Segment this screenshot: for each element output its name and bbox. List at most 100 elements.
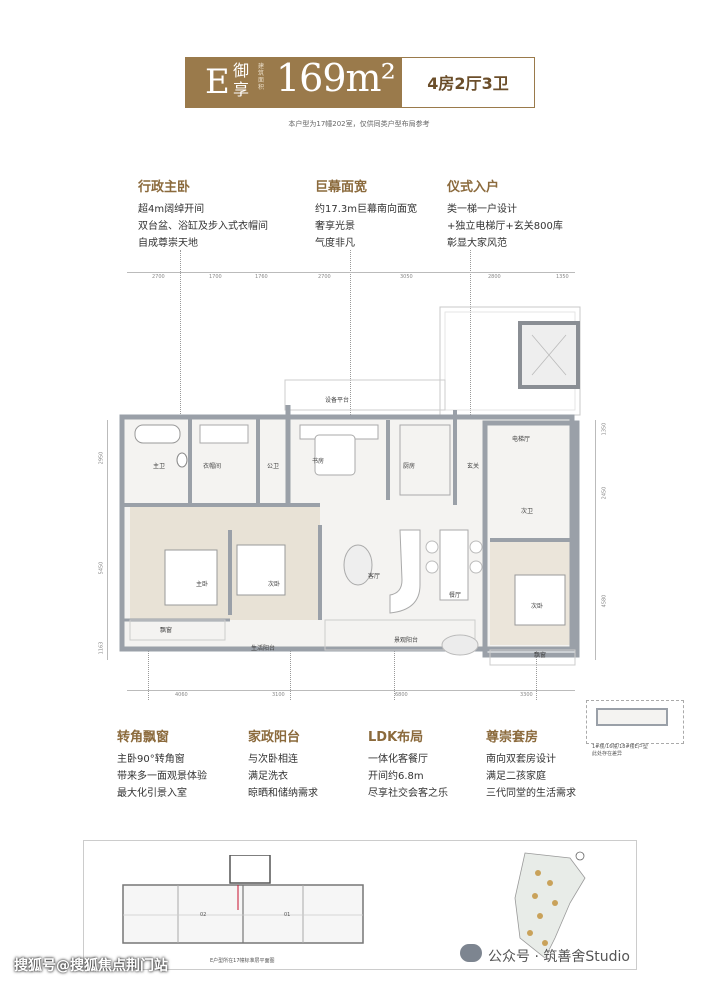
room-service-balcony: 生活阳台 <box>251 645 276 652</box>
leader-line <box>394 625 395 700</box>
feature-line: 开间约6.8m <box>368 771 424 782</box>
feature-line: 满足洗衣 <box>248 771 288 782</box>
feature-suite: 尊崇套房 南向双套房设计 满足二孩家庭 三代同堂的生活需求 <box>486 726 576 802</box>
feature-line: 南向双套房设计 <box>486 754 556 765</box>
room-bay1: 飘窗 <box>160 627 173 634</box>
room-master: 主卧 <box>196 581 209 588</box>
feature-line: 最大化引景入室 <box>117 788 187 799</box>
room-study: 书房 <box>312 458 325 465</box>
feature-line: 自成尊崇天地 <box>138 238 198 249</box>
feature-bay-window: 转角飘窗 主卧90°转角窗 带来多一面观景体验 最大化引景入室 <box>117 726 207 802</box>
room-master-bath: 主卫 <box>153 463 166 470</box>
room-living: 客厅 <box>368 573 381 580</box>
dim-top: 2700 <box>318 274 331 280</box>
dim-right: 2450 <box>601 486 608 500</box>
feature-line: 与次卧相连 <box>248 754 298 765</box>
unit-type-letter: E <box>205 62 230 102</box>
feature-title: 转角飘窗 <box>117 730 170 745</box>
inset-drawing <box>596 708 668 726</box>
feature-master-bedroom: 行政主卧 超4m阔绰开间 双台盆、浴缸及步入式衣帽间 自成尊崇天地 <box>138 176 268 252</box>
wechat-icon <box>460 944 482 962</box>
dim-top: 1700 <box>209 274 222 280</box>
leader-line <box>470 250 471 415</box>
feature-line: 双台盆、浴缸及步入式衣帽间 <box>138 221 268 232</box>
feature-title: 巨幕面宽 <box>315 180 368 195</box>
key-plan-drawing <box>122 855 364 944</box>
leader-line <box>180 250 181 540</box>
dim-bottom: 3100 <box>272 692 285 698</box>
room-hall: 玄关 <box>467 463 480 470</box>
feature-title: 尊崇套房 <box>486 730 539 745</box>
room-balcony: 景观阳台 <box>394 637 419 644</box>
feature-line: 带来多一面观景体验 <box>117 771 207 782</box>
unit-area: 169m² <box>276 56 396 100</box>
feature-title: 行政主卧 <box>138 180 191 195</box>
feature-line: 满足二孩家庭 <box>486 771 546 782</box>
site-map <box>514 851 586 959</box>
feature-title: 家政阳台 <box>248 730 301 745</box>
dim-bottom: 4060 <box>175 692 188 698</box>
floor-plan <box>119 306 581 666</box>
dim-top: 1760 <box>255 274 268 280</box>
feature-line: +独立电梯厅+玄关800库 <box>447 221 563 232</box>
leader-line <box>290 632 291 700</box>
dim-bottom: 6800 <box>395 692 408 698</box>
room-third: 次卧 <box>531 603 544 610</box>
dimension-line-right <box>595 420 596 660</box>
area-small-label: 建筑面积 <box>258 63 265 91</box>
room-equipment: 设备平台 <box>325 397 350 404</box>
room-kitchen: 厨房 <box>403 463 416 470</box>
key-plan-unit-02: 02 <box>200 912 207 918</box>
room-bay2: 飘窗 <box>534 652 547 659</box>
room-bath3: 次卫 <box>521 508 534 515</box>
dimension-line-left <box>107 420 108 660</box>
inset-detail <box>586 700 684 744</box>
layout-text: 4房2厅3卫 <box>427 74 509 93</box>
dim-top: 3050 <box>400 274 413 280</box>
watermark-left: 搜狐号@搜狐焦点荆门站 <box>14 958 168 974</box>
feature-line: 约17.3m巨幕南向面宽 <box>315 204 418 215</box>
feature-line: 气度非凡 <box>315 238 355 249</box>
layout-box <box>402 57 535 108</box>
feature-line: 主卧90°转角窗 <box>117 754 185 765</box>
feature-line: 类一梯一户设计 <box>447 204 517 215</box>
feature-line: 晾晒和储纳需求 <box>248 788 318 799</box>
feature-line: 超4m阔绰开间 <box>138 204 205 215</box>
header-gold-panel <box>185 57 402 108</box>
dimension-line-top <box>127 272 575 273</box>
watermark-right: 公众号 · 筑善舍Studio <box>488 949 630 965</box>
feature-line: 一体化客餐厅 <box>368 754 428 765</box>
dim-right: 4580 <box>601 594 608 608</box>
feature-line: 三代同堂的生活需求 <box>486 788 576 799</box>
feature-ldk-layout: LDK布局 一体化客餐厅 开间约6.8m 尽享社交会客之乐 <box>368 726 448 802</box>
feature-ceremonial-entry: 仪式入户 类一梯一户设计 +独立电梯厅+玄关800库 彰显大家风范 <box>447 176 563 252</box>
dim-top: 1350 <box>556 274 569 280</box>
room-cloakroom: 衣帽间 <box>203 463 222 470</box>
key-plan-note: E户型所在17幢标准层平面图 <box>210 958 275 964</box>
feature-wide-frontage: 巨幕面宽 约17.3m巨幕南向面宽 奢享光景 气度非凡 <box>315 176 417 252</box>
feature-line: 奢享光景 <box>315 221 355 232</box>
dim-top: 2700 <box>152 274 165 280</box>
unit-type-name: 御享 <box>233 61 250 99</box>
dim-right: 1350 <box>601 422 608 436</box>
room-bath2: 公卫 <box>267 463 280 470</box>
reference-note: 本户型为17幢202室，仅供同类户型布局参考 <box>288 120 430 128</box>
dimension-line-bottom <box>127 690 575 691</box>
dim-bottom: 3300 <box>520 692 533 698</box>
leader-line <box>350 250 351 515</box>
feature-service-balcony: 家政阳台 与次卧相连 满足洗衣 晾晒和储纳需求 <box>248 726 318 802</box>
feature-line: 彰显大家风范 <box>447 238 507 249</box>
dim-left: 1163 <box>98 641 105 655</box>
feature-line: 尽享社交会客之乐 <box>368 788 448 799</box>
inset-note: 1#楼/16幢/18#楼E户型 此处存在差异 <box>592 744 648 757</box>
dim-left: 5450 <box>98 561 105 575</box>
room-lift-hall: 电梯厅 <box>512 436 531 443</box>
feature-title: 仪式入户 <box>447 180 500 195</box>
feature-title: LDK布局 <box>368 730 424 745</box>
leader-line <box>148 625 149 700</box>
room-dining: 餐厅 <box>449 592 462 599</box>
dim-left: 2950 <box>98 451 105 465</box>
dim-top: 2800 <box>488 274 501 280</box>
key-plan-unit-01: 01 <box>284 912 291 918</box>
room-second: 次卧 <box>268 581 281 588</box>
